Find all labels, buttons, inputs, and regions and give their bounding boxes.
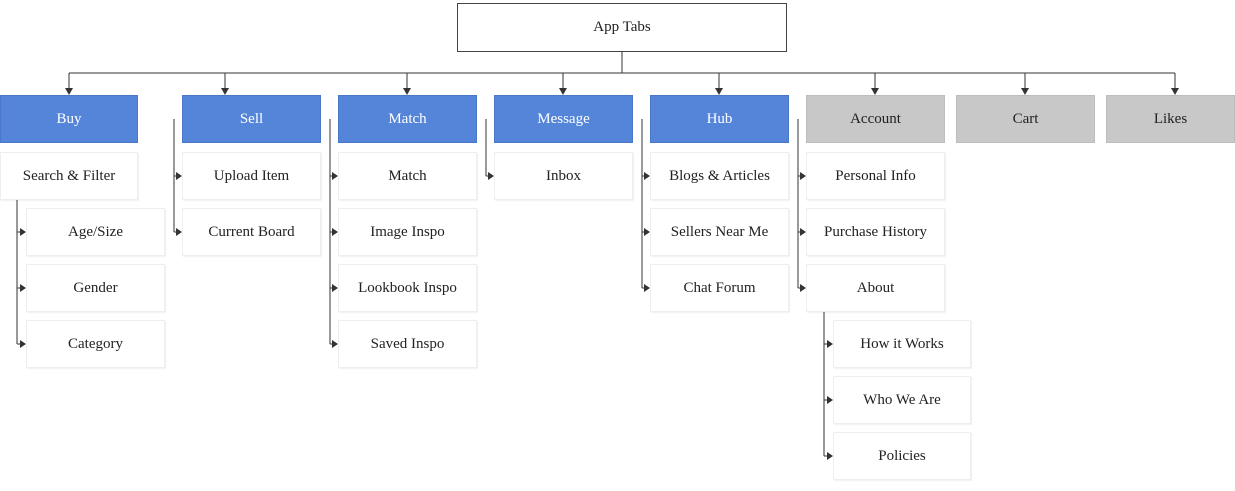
- about-sub-arrow-icon: [827, 452, 833, 460]
- tab-arrow-icon: [871, 88, 879, 95]
- buy-sub-arrow-icon: [20, 340, 26, 348]
- match-arrow-icon: [332, 172, 338, 180]
- tab-arrow-icon: [65, 88, 73, 95]
- tab-account: Account: [806, 95, 945, 143]
- hub-arrow-icon: [644, 172, 650, 180]
- root-node: App Tabs: [457, 3, 787, 52]
- match-arrow-icon: [332, 228, 338, 236]
- node-match: Match: [338, 152, 477, 200]
- node-personal-info: Personal Info: [806, 152, 945, 200]
- node-upload-item: Upload Item: [182, 152, 321, 200]
- node-who-we-are: Who We Are: [833, 376, 971, 424]
- node-current-board: Current Board: [182, 208, 321, 256]
- tab-arrow-icon: [559, 88, 567, 95]
- tab-arrow-icon: [221, 88, 229, 95]
- tab-hub: Hub: [650, 95, 789, 143]
- about-sub-arrow-icon: [827, 396, 833, 404]
- account-arrow-icon: [800, 172, 806, 180]
- tab-arrow-icon: [715, 88, 723, 95]
- sell-arrow-icon: [176, 172, 182, 180]
- tab-sell: Sell: [182, 95, 321, 143]
- tab-cart: Cart: [956, 95, 1095, 143]
- node-search-filter: Search & Filter: [0, 152, 138, 200]
- node-how-it-works: How it Works: [833, 320, 971, 368]
- node-inbox: Inbox: [494, 152, 633, 200]
- hub-arrow-icon: [644, 284, 650, 292]
- node-image-inspo: Image Inspo: [338, 208, 477, 256]
- about-sub-arrow-icon: [827, 340, 833, 348]
- node-about: About: [806, 264, 945, 312]
- tab-buy: Buy: [0, 95, 138, 143]
- tab-match: Match: [338, 95, 477, 143]
- node-sellers-near-me: Sellers Near Me: [650, 208, 789, 256]
- tab-likes: Likes: [1106, 95, 1235, 143]
- match-arrow-icon: [332, 340, 338, 348]
- tab-message: Message: [494, 95, 633, 143]
- tab-arrow-icon: [1171, 88, 1179, 95]
- account-arrow-icon: [800, 228, 806, 236]
- node-policies: Policies: [833, 432, 971, 480]
- node-gender: Gender: [26, 264, 165, 312]
- buy-sub-arrow-icon: [20, 228, 26, 236]
- node-category: Category: [26, 320, 165, 368]
- node-age-size: Age/Size: [26, 208, 165, 256]
- hub-arrow-icon: [644, 228, 650, 236]
- node-blogs-articles: Blogs & Articles: [650, 152, 789, 200]
- match-arrow-icon: [332, 284, 338, 292]
- node-chat-forum: Chat Forum: [650, 264, 789, 312]
- node-purchase-history: Purchase History: [806, 208, 945, 256]
- buy-sub-arrow-icon: [20, 284, 26, 292]
- account-arrow-icon: [800, 284, 806, 292]
- node-saved-inspo: Saved Inspo: [338, 320, 477, 368]
- node-lookbook-inspo: Lookbook Inspo: [338, 264, 477, 312]
- message-arrow-icon: [488, 172, 494, 180]
- tab-arrow-icon: [1021, 88, 1029, 95]
- sell-arrow-icon: [176, 228, 182, 236]
- tab-arrow-icon: [403, 88, 411, 95]
